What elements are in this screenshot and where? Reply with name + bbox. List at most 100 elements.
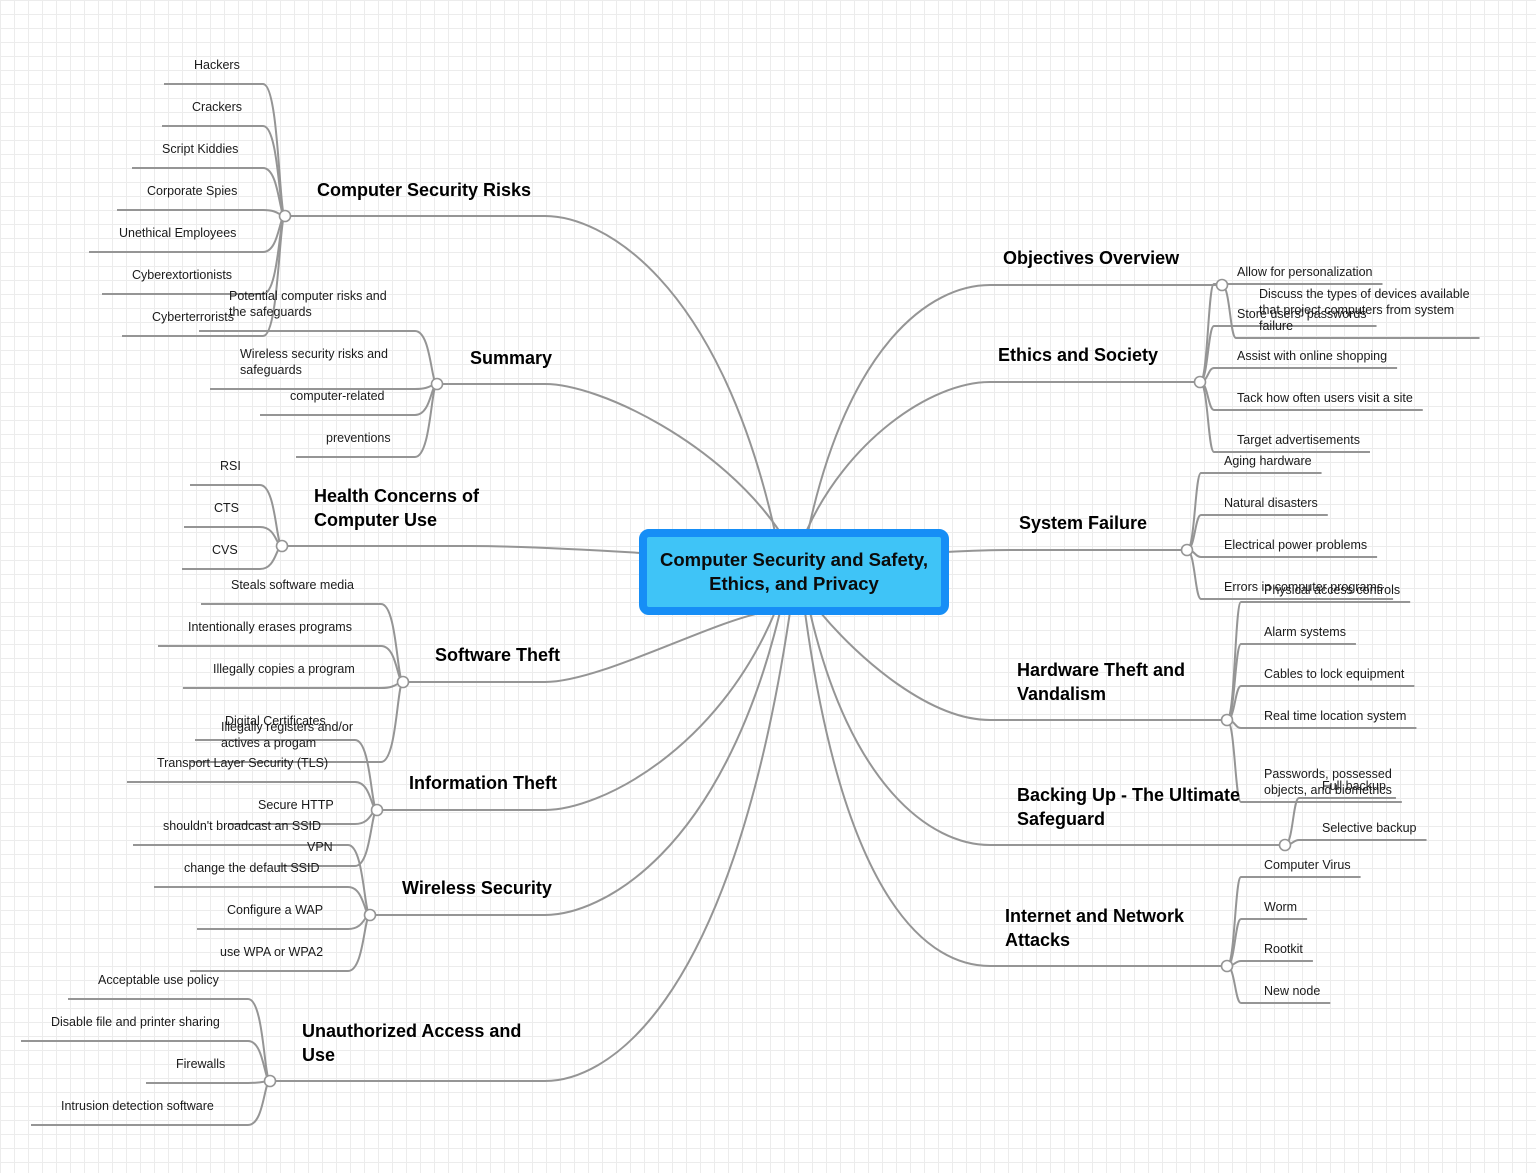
collapse-knob-wireless-security[interactable] bbox=[363, 908, 377, 922]
leaf-line-hardware-theft-0 bbox=[1226, 601, 1411, 721]
branch-line-health-concerns bbox=[282, 545, 643, 554]
branch-line-objectives-overview bbox=[807, 284, 1222, 533]
leaf-computer-security-risks-3[interactable]: Corporate Spies bbox=[147, 184, 238, 198]
branch-line-backing-up bbox=[809, 611, 1285, 846]
leaf-software-theft-3[interactable]: Illegally registers and/or actives a pro… bbox=[221, 720, 354, 750]
leaf-hardware-theft-4[interactable]: Passwords, possessed objects, and biomet… bbox=[1264, 767, 1392, 797]
collapse-knob-internet-attacks[interactable] bbox=[1220, 959, 1234, 973]
leaf-ethics-and-society-3[interactable]: Tack how often users visit a site bbox=[1237, 391, 1413, 405]
leaf-computer-security-risks-6[interactable]: Cyberterrorists bbox=[152, 310, 234, 324]
leaf-hardware-theft-3[interactable]: Real time location system bbox=[1264, 709, 1407, 723]
branch-line-summary bbox=[437, 383, 781, 533]
collapse-knob-ethics-and-society[interactable] bbox=[1193, 375, 1207, 389]
collapse-knobs bbox=[263, 209, 1292, 1088]
leaf-wireless-security-1[interactable]: change the default SSID bbox=[184, 861, 320, 875]
collapse-knob-system-failure[interactable] bbox=[1180, 543, 1194, 557]
branch-unauthorized-access[interactable]: Unauthorized Access and Use bbox=[302, 1021, 522, 1065]
leaf-software-theft-0[interactable]: Steals software media bbox=[231, 578, 354, 592]
leaf-internet-attacks-1[interactable]: Worm bbox=[1264, 900, 1298, 914]
leaf-wireless-security-3[interactable]: use WPA or WPA2 bbox=[220, 945, 324, 959]
leaf-summary-1[interactable]: Wireless security risks and safeguards bbox=[240, 347, 388, 377]
leaf-line-ethics-and-society-2 bbox=[1199, 367, 1398, 383]
branch-line-hardware-theft bbox=[819, 611, 1227, 721]
leaf-internet-attacks-2[interactable]: Rootkit bbox=[1264, 942, 1303, 956]
leaf-line-unauthorized-access-2 bbox=[146, 1080, 271, 1084]
collapse-knob-health-concerns[interactable] bbox=[275, 539, 289, 553]
leaf-unauthorized-access-2[interactable]: Firewalls bbox=[176, 1057, 226, 1071]
collapse-knob-computer-security-risks[interactable] bbox=[278, 209, 292, 223]
leaf-wireless-security-0[interactable]: shouldn't broadcast an SSID bbox=[163, 819, 322, 833]
leaf-software-theft-2[interactable]: Illegally copies a program bbox=[213, 662, 355, 676]
branch-ethics-and-society[interactable]: Ethics and Society bbox=[998, 345, 1159, 365]
leaf-summary-3[interactable]: preventions bbox=[326, 431, 391, 445]
collapse-knob-hardware-theft[interactable] bbox=[1220, 713, 1234, 727]
leaf-ethics-and-society-1[interactable]: Store users' passwords bbox=[1237, 307, 1367, 321]
branch-health-concerns[interactable]: Health Concerns of Computer Use bbox=[314, 486, 480, 530]
root-topic[interactable]: Computer Security and Safety, Ethics, an… bbox=[639, 529, 949, 615]
leaf-hardware-theft-0[interactable]: Physical access controls bbox=[1264, 583, 1401, 597]
branch-line-software-theft bbox=[403, 611, 766, 683]
leaf-ethics-and-society-2[interactable]: Assist with online shopping bbox=[1237, 349, 1388, 363]
leaf-unauthorized-access-0[interactable]: Acceptable use policy bbox=[98, 973, 219, 987]
leaf-computer-security-risks-1[interactable]: Crackers bbox=[192, 100, 243, 114]
branch-system-failure[interactable]: System Failure bbox=[1019, 513, 1148, 533]
leaf-wireless-security-2[interactable]: Configure a WAP bbox=[227, 903, 324, 917]
leaf-health-concerns-1[interactable]: CTS bbox=[214, 501, 239, 515]
leaf-health-concerns-0[interactable]: RSI bbox=[220, 459, 241, 473]
leaf-line-computer-security-risks-1 bbox=[162, 125, 286, 217]
collapse-knob-information-theft[interactable] bbox=[370, 803, 384, 817]
leaf-computer-security-risks-5[interactable]: Cyberextortionists bbox=[132, 268, 233, 282]
branch-line-ethics-and-society bbox=[805, 381, 1200, 533]
leaf-system-failure-1[interactable]: Natural disasters bbox=[1224, 496, 1318, 510]
leaf-system-failure-0[interactable]: Aging hardware bbox=[1224, 454, 1312, 468]
leaf-line-unauthorized-access-1 bbox=[21, 1040, 271, 1082]
leaf-line-computer-security-risks-3 bbox=[117, 209, 286, 217]
leaf-system-failure-3[interactable]: Errors in computer programs bbox=[1224, 580, 1384, 594]
leaf-internet-attacks-0[interactable]: Computer Virus bbox=[1264, 858, 1351, 872]
collapse-knob-software-theft[interactable] bbox=[396, 675, 410, 689]
collapse-knob-summary[interactable] bbox=[430, 377, 444, 391]
branch-hardware-theft[interactable]: Hardware Theft and Vandalism bbox=[1017, 660, 1186, 704]
leaf-software-theft-1[interactable]: Intentionally erases programs bbox=[188, 620, 352, 634]
leaf-system-failure-2[interactable]: Electrical power problems bbox=[1224, 538, 1368, 552]
leaf-health-concerns-2[interactable]: CVS bbox=[212, 543, 238, 557]
leaf-information-theft-0[interactable]: Digital Certificates bbox=[225, 714, 326, 728]
leaf-ethics-and-society-4[interactable]: Target advertisements bbox=[1237, 433, 1360, 447]
leaf-line-internet-attacks-2 bbox=[1226, 960, 1313, 967]
leaf-backing-up-1[interactable]: Selective backup bbox=[1322, 821, 1417, 835]
leaf-information-theft-1[interactable]: Transport Layer Security (TLS) bbox=[157, 756, 329, 770]
leaf-summary-2[interactable]: computer-related bbox=[290, 389, 385, 403]
leaf-unauthorized-access-3[interactable]: Intrusion detection software bbox=[61, 1099, 214, 1113]
leaf-backing-up-0[interactable]: Full backup bbox=[1322, 779, 1386, 793]
collapse-knob-objectives-overview[interactable] bbox=[1215, 278, 1229, 292]
branch-wireless-security[interactable]: Wireless Security bbox=[402, 878, 552, 898]
leaf-computer-security-risks-4[interactable]: Unethical Employees bbox=[119, 226, 237, 240]
leaf-computer-security-risks-2[interactable]: Script Kiddies bbox=[162, 142, 239, 156]
leaf-hardware-theft-1[interactable]: Alarm systems bbox=[1264, 625, 1346, 639]
collapse-knob-backing-up[interactable] bbox=[1278, 838, 1292, 852]
branch-line-wireless-security bbox=[370, 611, 781, 916]
leaf-internet-attacks-3[interactable]: New node bbox=[1264, 984, 1321, 998]
branch-line-unauthorized-access bbox=[270, 611, 791, 1082]
leaf-line-information-theft-1 bbox=[127, 781, 378, 811]
branch-line-information-theft bbox=[377, 611, 776, 811]
branch-objectives-overview[interactable]: Objectives Overview bbox=[1003, 248, 1180, 268]
leaf-ethics-and-society-0[interactable]: Allow for personalization bbox=[1237, 265, 1373, 279]
branch-software-theft[interactable]: Software Theft bbox=[435, 645, 561, 665]
leaf-objectives-overview-0[interactable]: Discuss the types of devices available t… bbox=[1259, 287, 1470, 333]
branch-internet-attacks[interactable]: Internet and Network Attacks bbox=[1005, 906, 1185, 950]
collapse-knob-unauthorized-access[interactable] bbox=[263, 1074, 277, 1088]
leaf-hardware-theft-2[interactable]: Cables to lock equipment bbox=[1264, 667, 1405, 681]
branch-backing-up[interactable]: Backing Up - The Ultimate Safeguard bbox=[1017, 785, 1241, 829]
leaf-line-backing-up-1 bbox=[1284, 839, 1427, 846]
leaf-line-software-theft-2 bbox=[183, 681, 404, 689]
leaf-information-theft-3[interactable]: VPN bbox=[307, 840, 333, 854]
branch-computer-security-risks[interactable]: Computer Security Risks bbox=[317, 180, 532, 200]
branch-summary[interactable]: Summary bbox=[470, 348, 553, 368]
leaf-summary-0[interactable]: Potential computer risks and the safegua… bbox=[229, 289, 387, 319]
leaf-information-theft-2[interactable]: Secure HTTP bbox=[258, 798, 334, 812]
leaf-unauthorized-access-1[interactable]: Disable file and printer sharing bbox=[51, 1015, 220, 1029]
leaf-computer-security-risks-0[interactable]: Hackers bbox=[194, 58, 240, 72]
branch-information-theft[interactable]: Information Theft bbox=[409, 773, 557, 793]
